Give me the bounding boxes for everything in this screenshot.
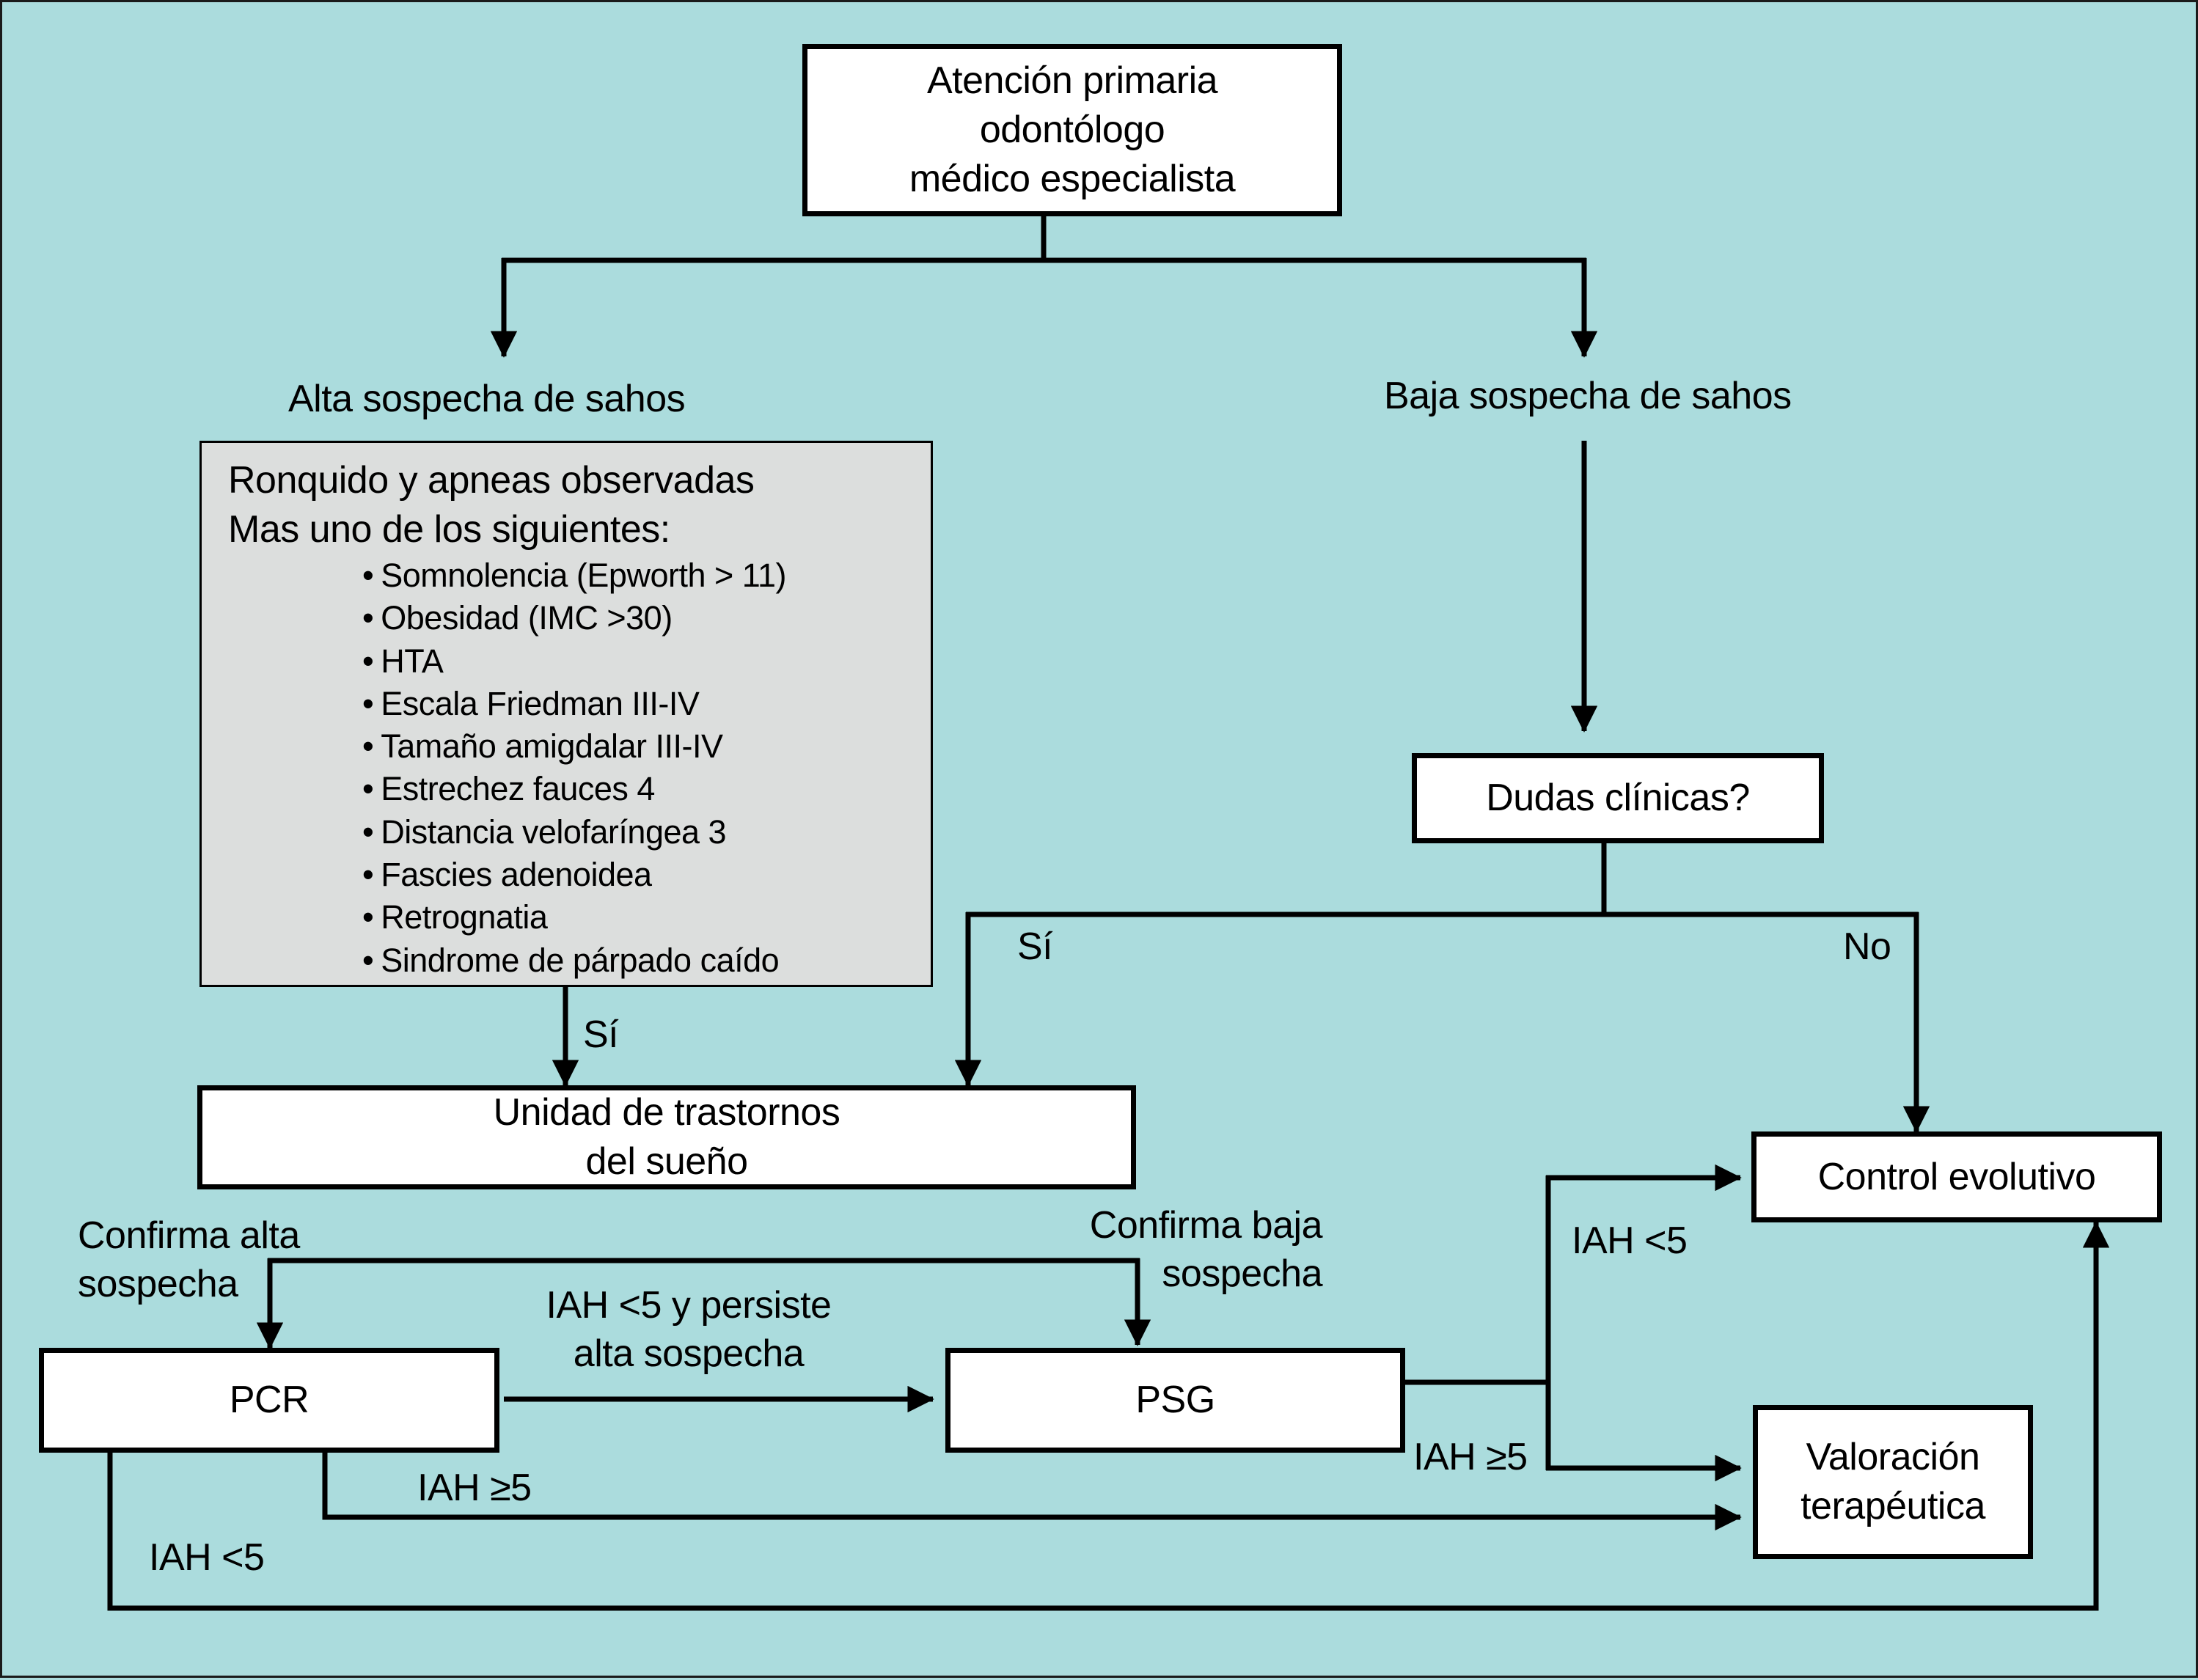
primary-care-line-1: Atención primaria (926, 59, 1218, 102)
primary-care-line-2: odontólogo (979, 109, 1165, 151)
edge-label-pcr-high: IAH ≥5 (417, 1467, 532, 1509)
edge-label-confirm-low: Confirma baja sospecha (1089, 1204, 1323, 1295)
criteria-item: Fascies adenoidea (362, 854, 931, 896)
therapeutic-assessment-box: Valoración terapéutica (1753, 1405, 2033, 1559)
criteria-heading-2: Mas uno de los siguientes: (228, 508, 670, 551)
edge-label-confirm-high: Confirma alta sospecha (78, 1214, 300, 1305)
pcr-box: PCR (39, 1348, 499, 1453)
criteria-box: Ronquido y apneas observadas Mas uno de … (199, 441, 933, 987)
criteria-item: Sindrome de párpado caído (362, 939, 931, 982)
criteria-item: Obesidad (IMC >30) (362, 597, 931, 639)
edge-label-psg-low: IAH <5 (1572, 1219, 1688, 1262)
psg-label: PSG (1135, 1379, 1215, 1421)
primary-care-line-3: médico especialista (909, 158, 1236, 200)
follow-up-control-label: Control evolutivo (1817, 1155, 2096, 1198)
therapeutic-assessment-line-1: Valoración (1806, 1436, 1980, 1478)
edge-label-psg-high: IAH ≥5 (1413, 1436, 1528, 1478)
arrow-pcr-to-control (107, 1221, 2110, 1611)
criteria-item: HTA (362, 640, 931, 683)
criteria-item: Estrechez fauces 4 (362, 768, 931, 810)
therapeutic-assessment-line-2: terapéutica (1800, 1485, 1985, 1527)
psg-box: PSG (945, 1348, 1405, 1453)
edge-label-doubts-no: No (1843, 925, 1891, 968)
criteria-item: Tamaño amigdalar III-IV (362, 725, 931, 768)
edge-label-criteria-yes: Sí (583, 1013, 619, 1056)
criteria-item: Somnolencia (Epworth > 11) (362, 554, 931, 597)
criteria-item: Distancia velofaríngea 3 (362, 811, 931, 854)
edge-label-pcr-to-psg: IAH <5 y persiste alta sospecha (546, 1284, 832, 1375)
arrow-pcr-to-therapy (322, 1453, 1742, 1531)
criteria-item: Retrognatia (362, 896, 931, 939)
edge-label-doubts-yes: Sí (1017, 925, 1053, 968)
edge-label-pcr-low: IAH <5 (149, 1536, 265, 1579)
high-suspicion-label: Alta sospecha de sahos (288, 378, 686, 420)
criteria-list: Somnolencia (Epworth > 11) Obesidad (IMC… (228, 554, 931, 982)
low-suspicion-label: Baja sospecha de sahos (1384, 375, 1792, 417)
criteria-item: Escala Friedman III-IV (362, 683, 931, 725)
clinical-doubts-label: Dudas clínicas? (1486, 777, 1750, 819)
primary-care-box: Atención primaria odontólogo médico espe… (802, 44, 1342, 216)
sleep-unit-line-1: Unidad de trastornos (493, 1091, 840, 1134)
criteria-heading-1: Ronquido y apneas observadas (228, 459, 755, 502)
pcr-label: PCR (229, 1379, 309, 1421)
follow-up-control-box: Control evolutivo (1751, 1131, 2162, 1222)
sleep-unit-box: Unidad de trastornos del sueño (197, 1085, 1136, 1189)
sleep-unit-line-2: del sueño (585, 1140, 748, 1183)
clinical-doubts-box: Dudas clínicas? (1412, 753, 1824, 843)
